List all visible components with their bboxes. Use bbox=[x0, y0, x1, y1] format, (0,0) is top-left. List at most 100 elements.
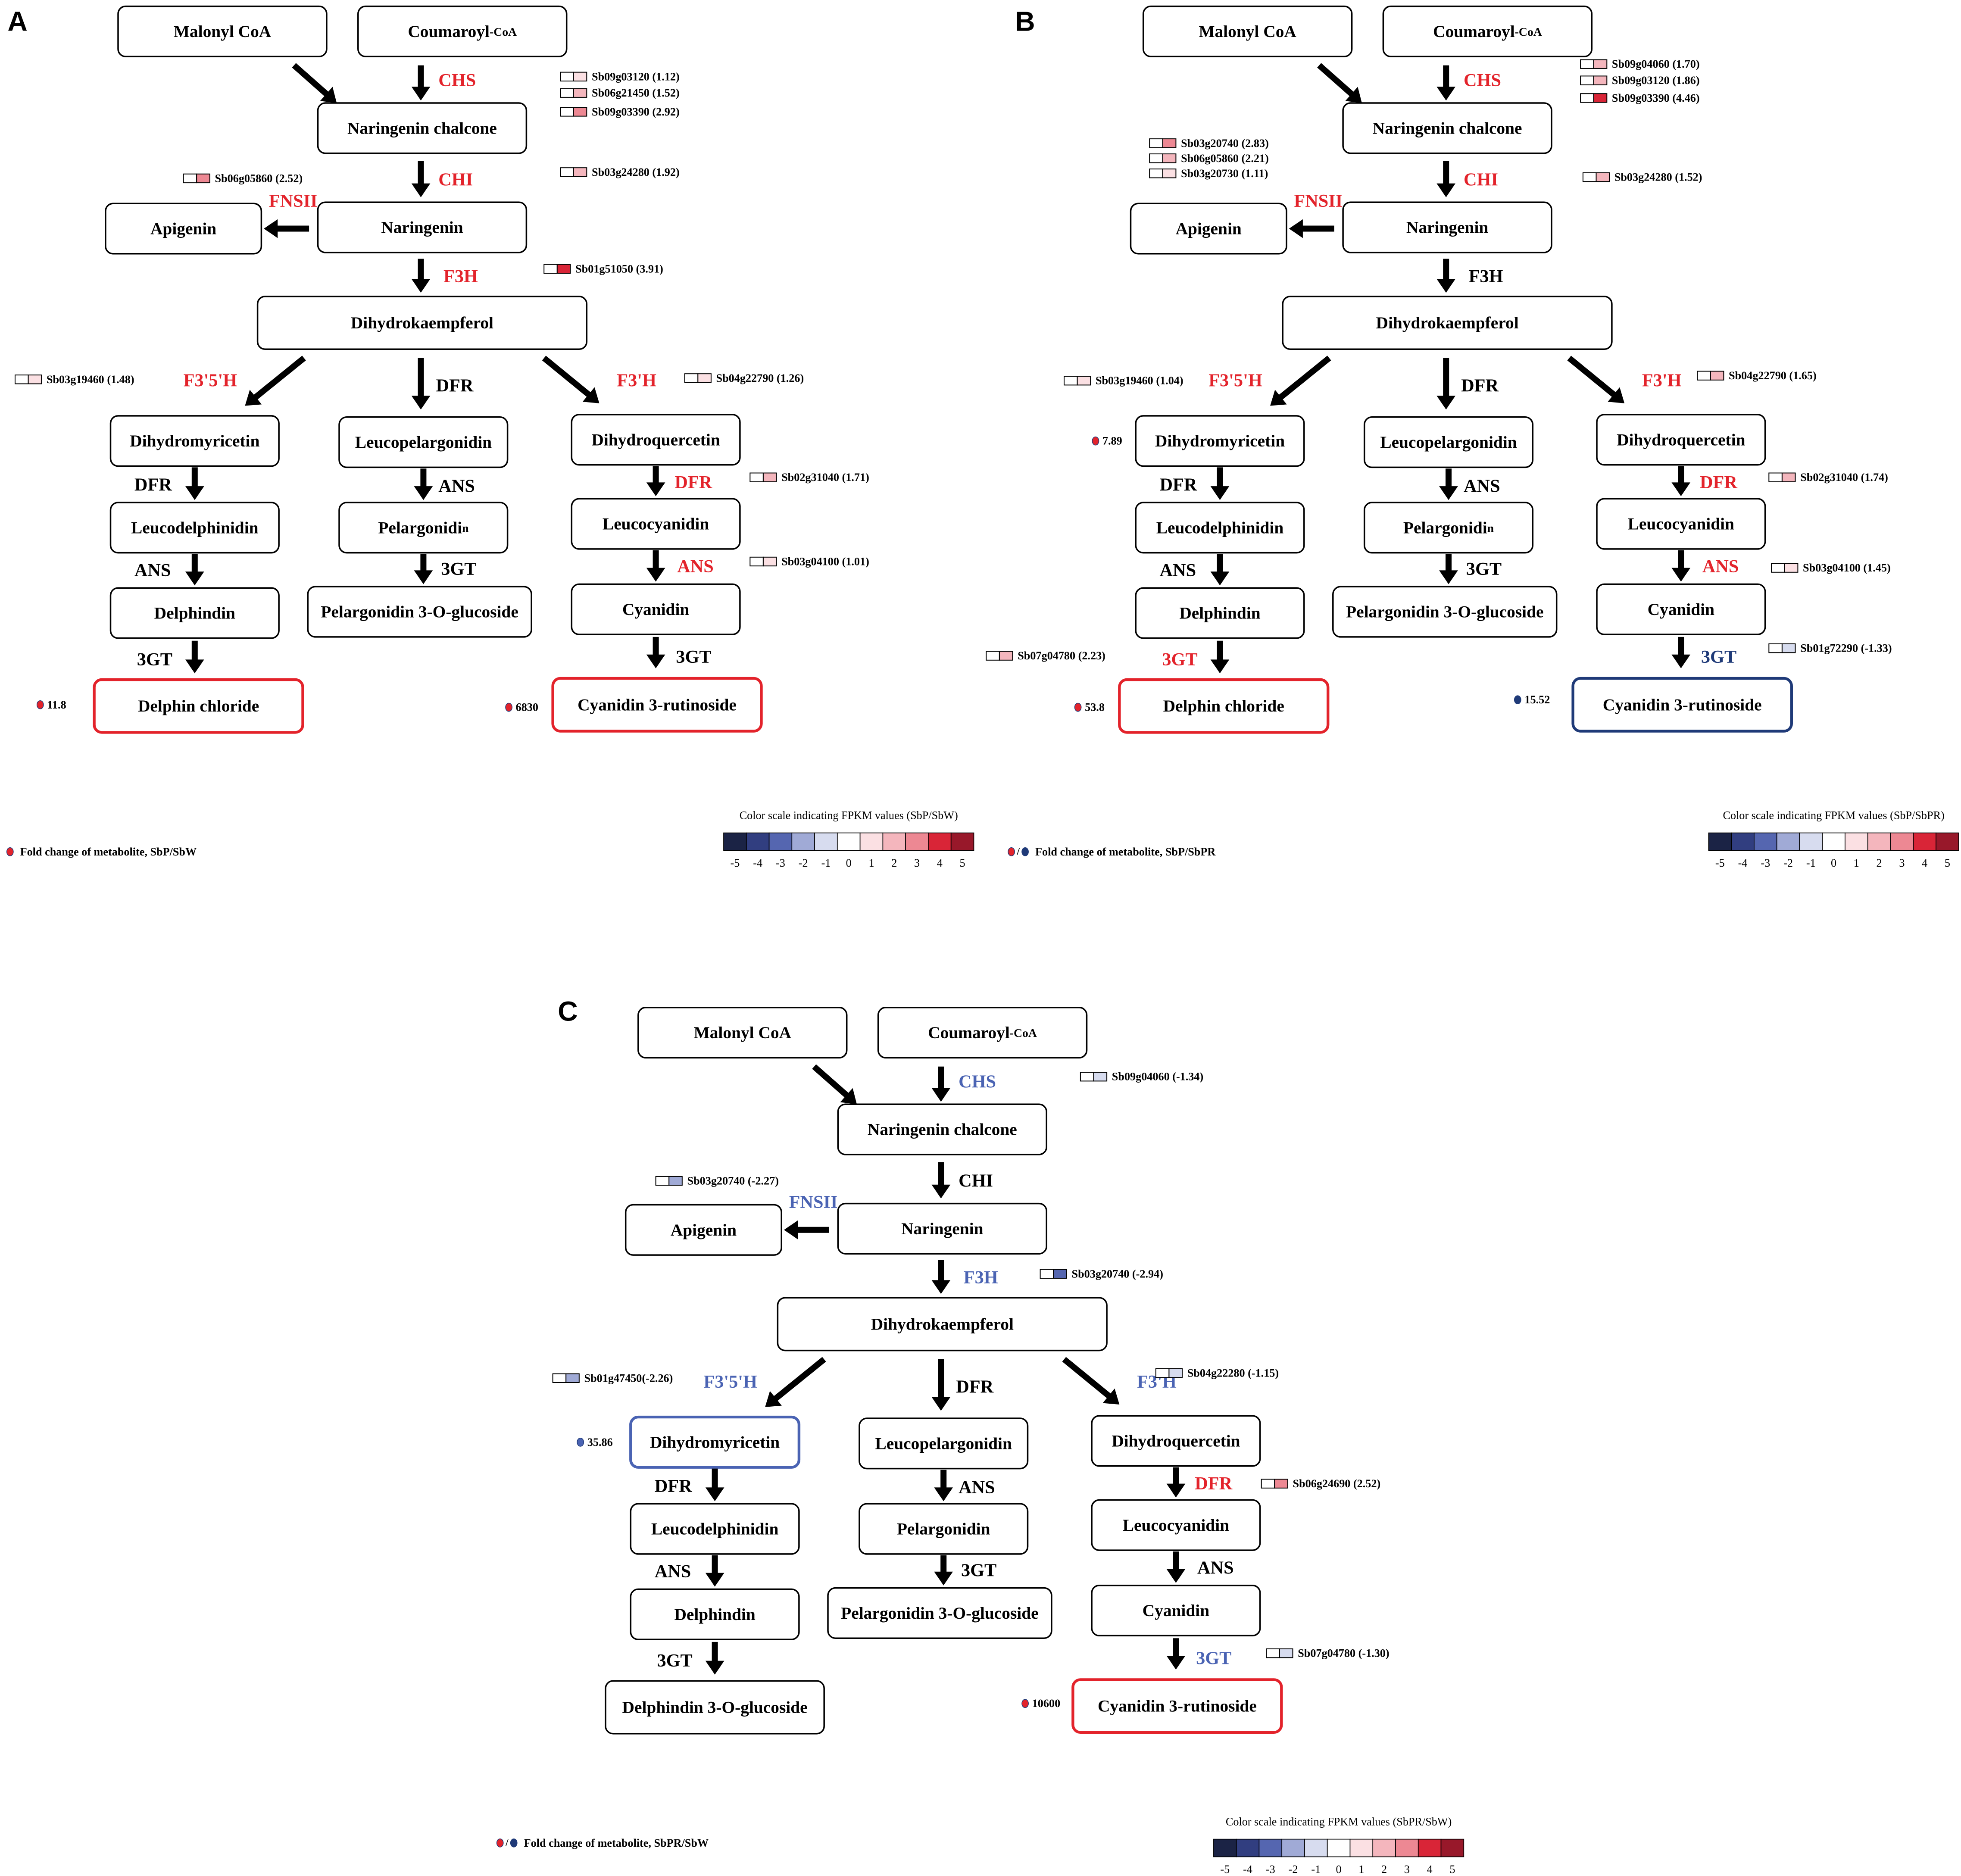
enzyme-dfr_right: DFR bbox=[1700, 472, 1737, 493]
gene-expression: Sb01g47450(-2.26) bbox=[552, 1372, 673, 1384]
arrow-dfr-right bbox=[1671, 466, 1691, 496]
compound-name-main: Pelargonidin bbox=[897, 1520, 990, 1539]
compound-name: Naringenin bbox=[381, 218, 463, 237]
arrow-fnsii bbox=[1289, 219, 1334, 238]
control-cell bbox=[1582, 172, 1597, 182]
control-cell bbox=[986, 651, 1000, 661]
gene-label: Sb03g20740 (2.83) bbox=[1181, 137, 1269, 150]
arrow-ans-mid bbox=[414, 468, 433, 500]
enzyme-ans_mid: ANS bbox=[438, 476, 475, 496]
compound-box bbox=[338, 502, 509, 554]
fold-change-cell bbox=[999, 651, 1013, 661]
scale-tick: -4 bbox=[753, 857, 762, 869]
compound-delphindin: Delphindin bbox=[630, 1588, 800, 1640]
compound-chalcone: Naringenin chalcone bbox=[1342, 102, 1552, 154]
enzyme-ans_left: ANS bbox=[134, 560, 171, 581]
arrow-fnsii bbox=[264, 219, 309, 238]
gene-label: Sb03g24280 (1.92) bbox=[592, 166, 680, 178]
control-cell bbox=[1580, 59, 1594, 69]
control-cell bbox=[1261, 1479, 1275, 1489]
compound-box bbox=[551, 677, 763, 733]
gene-expression: Sb02g31040 (1.74) bbox=[1768, 471, 1888, 484]
fold-change-cell bbox=[1593, 93, 1608, 103]
compound-box bbox=[105, 203, 262, 255]
control-cell bbox=[15, 375, 29, 384]
fpkm-color-scale: Color scale indicating FPKM values (SbP/… bbox=[723, 809, 974, 869]
scale-swatch bbox=[1776, 832, 1800, 851]
fold-change-cell bbox=[1077, 376, 1091, 386]
arrow-chi bbox=[1436, 161, 1455, 197]
compound-chalcone: Naringenin chalcone bbox=[317, 102, 528, 154]
enzyme-ans_left: ANS bbox=[655, 1561, 691, 1582]
fold-change-cell bbox=[762, 472, 777, 482]
scale-tick: 5 bbox=[1945, 857, 1950, 869]
scale-tick: 3 bbox=[1899, 857, 1905, 869]
control-cell bbox=[552, 1373, 567, 1383]
fold-change-cell bbox=[1162, 138, 1177, 148]
arrow-f3h bbox=[931, 1260, 951, 1294]
compound-naringenin: Naringenin bbox=[1342, 201, 1552, 253]
compound-name: Coumaroyl-CoA bbox=[928, 1023, 1037, 1042]
gene-label: Sb03g20740 (-2.27) bbox=[687, 1175, 779, 1187]
legend-dot bbox=[496, 1838, 504, 1848]
fold-change-legend: /Fold change of metabolite, SbPR/SbW bbox=[496, 1837, 709, 1849]
fold-change-cell bbox=[556, 264, 571, 274]
compound-name: Leucodelphinidin bbox=[131, 518, 259, 537]
control-cell bbox=[1040, 1269, 1054, 1279]
gene-expression: Sb06g05860 (2.52) bbox=[183, 172, 303, 184]
metabolite-fold-change: 6830 bbox=[505, 701, 538, 714]
metabolite-value: 15.52 bbox=[1524, 693, 1550, 706]
scale-swatch bbox=[1799, 832, 1823, 851]
compound-dhm: Dihydromyricetin bbox=[109, 415, 280, 467]
enzyme-ans_right: ANS bbox=[677, 556, 714, 577]
compound-name: Cyanidin bbox=[1648, 600, 1715, 619]
gene-expression: Sb03g20730 (1.11) bbox=[1149, 167, 1268, 180]
compound-box bbox=[629, 1415, 801, 1469]
compound-name: Delphindin 3-O-glucoside bbox=[622, 1698, 808, 1717]
enzyme-f35h: F3'5'H bbox=[1208, 371, 1262, 391]
compound-name: Cyanidin bbox=[1143, 1601, 1210, 1620]
scale-title: Color scale indicating FPKM values (SbP/… bbox=[740, 809, 958, 821]
gene-expression: Sb09g04060 (-1.34) bbox=[1080, 1071, 1203, 1083]
scale-swatch bbox=[1327, 1839, 1351, 1857]
fold-change-cell bbox=[1162, 153, 1177, 163]
fold-change-cell bbox=[668, 1176, 683, 1186]
compound-leucocy: Leucocyanidin bbox=[1091, 1499, 1261, 1551]
legend-text: Fold change of metabolite, SbPR/SbW bbox=[524, 1837, 709, 1849]
scale-swatch bbox=[1754, 832, 1777, 851]
gene-label: Sb06g05860 (2.52) bbox=[215, 172, 303, 184]
compound-box bbox=[877, 1007, 1088, 1059]
compound-name: Delphindin bbox=[154, 604, 235, 623]
legend-text: Fold change of metabolite, SbP/SbW bbox=[20, 846, 197, 858]
scale-tick: -2 bbox=[1783, 857, 1793, 869]
compound-box bbox=[109, 415, 280, 467]
arrow-dfr-mid bbox=[1436, 358, 1455, 410]
compound-name-main: Coumaroyl bbox=[408, 22, 490, 41]
gene-expression: Sb06g05860 (2.21) bbox=[1149, 152, 1269, 165]
gene-label: Sb03g19460 (1.04) bbox=[1096, 375, 1183, 387]
scale-swatch bbox=[1395, 1839, 1419, 1857]
enzyme-fnsii: FNSII bbox=[269, 191, 318, 211]
arrow-dfr-mid bbox=[411, 358, 431, 410]
fpkm-color-scale: Color scale indicating FPKM values (SbP/… bbox=[1708, 809, 1959, 869]
scale-swatch bbox=[1822, 832, 1845, 851]
arrow-f3h bbox=[1436, 259, 1455, 293]
scale-tick: 4 bbox=[1922, 857, 1927, 869]
scale-tick: 1 bbox=[868, 857, 874, 869]
fold-change-cell bbox=[573, 107, 587, 117]
compound-naringenin: Naringenin bbox=[837, 1202, 1047, 1255]
arrow-f35h bbox=[245, 356, 306, 406]
compound-name: Malonyl CoA bbox=[1199, 22, 1296, 41]
gene-expression: Sb07g04780 (-1.30) bbox=[1266, 1647, 1390, 1660]
compound-delphindin: Delphindin bbox=[109, 587, 280, 639]
compound-name: Pelargonidin 3-O-glucoside bbox=[1346, 602, 1543, 621]
gene-expression: Sb03g20740 (2.83) bbox=[1149, 137, 1269, 150]
arrow-ans-left bbox=[185, 554, 204, 586]
compound-box bbox=[1091, 1499, 1261, 1551]
compound-dhk: Dihydrokaempferol bbox=[777, 1297, 1108, 1352]
compound-naringenin: Naringenin bbox=[317, 201, 528, 253]
compound-left_end: Delphin chloride bbox=[93, 678, 304, 734]
control-cell bbox=[1149, 138, 1163, 148]
compound-name: Malonyl CoA bbox=[174, 22, 272, 41]
compound-box bbox=[637, 1007, 848, 1059]
